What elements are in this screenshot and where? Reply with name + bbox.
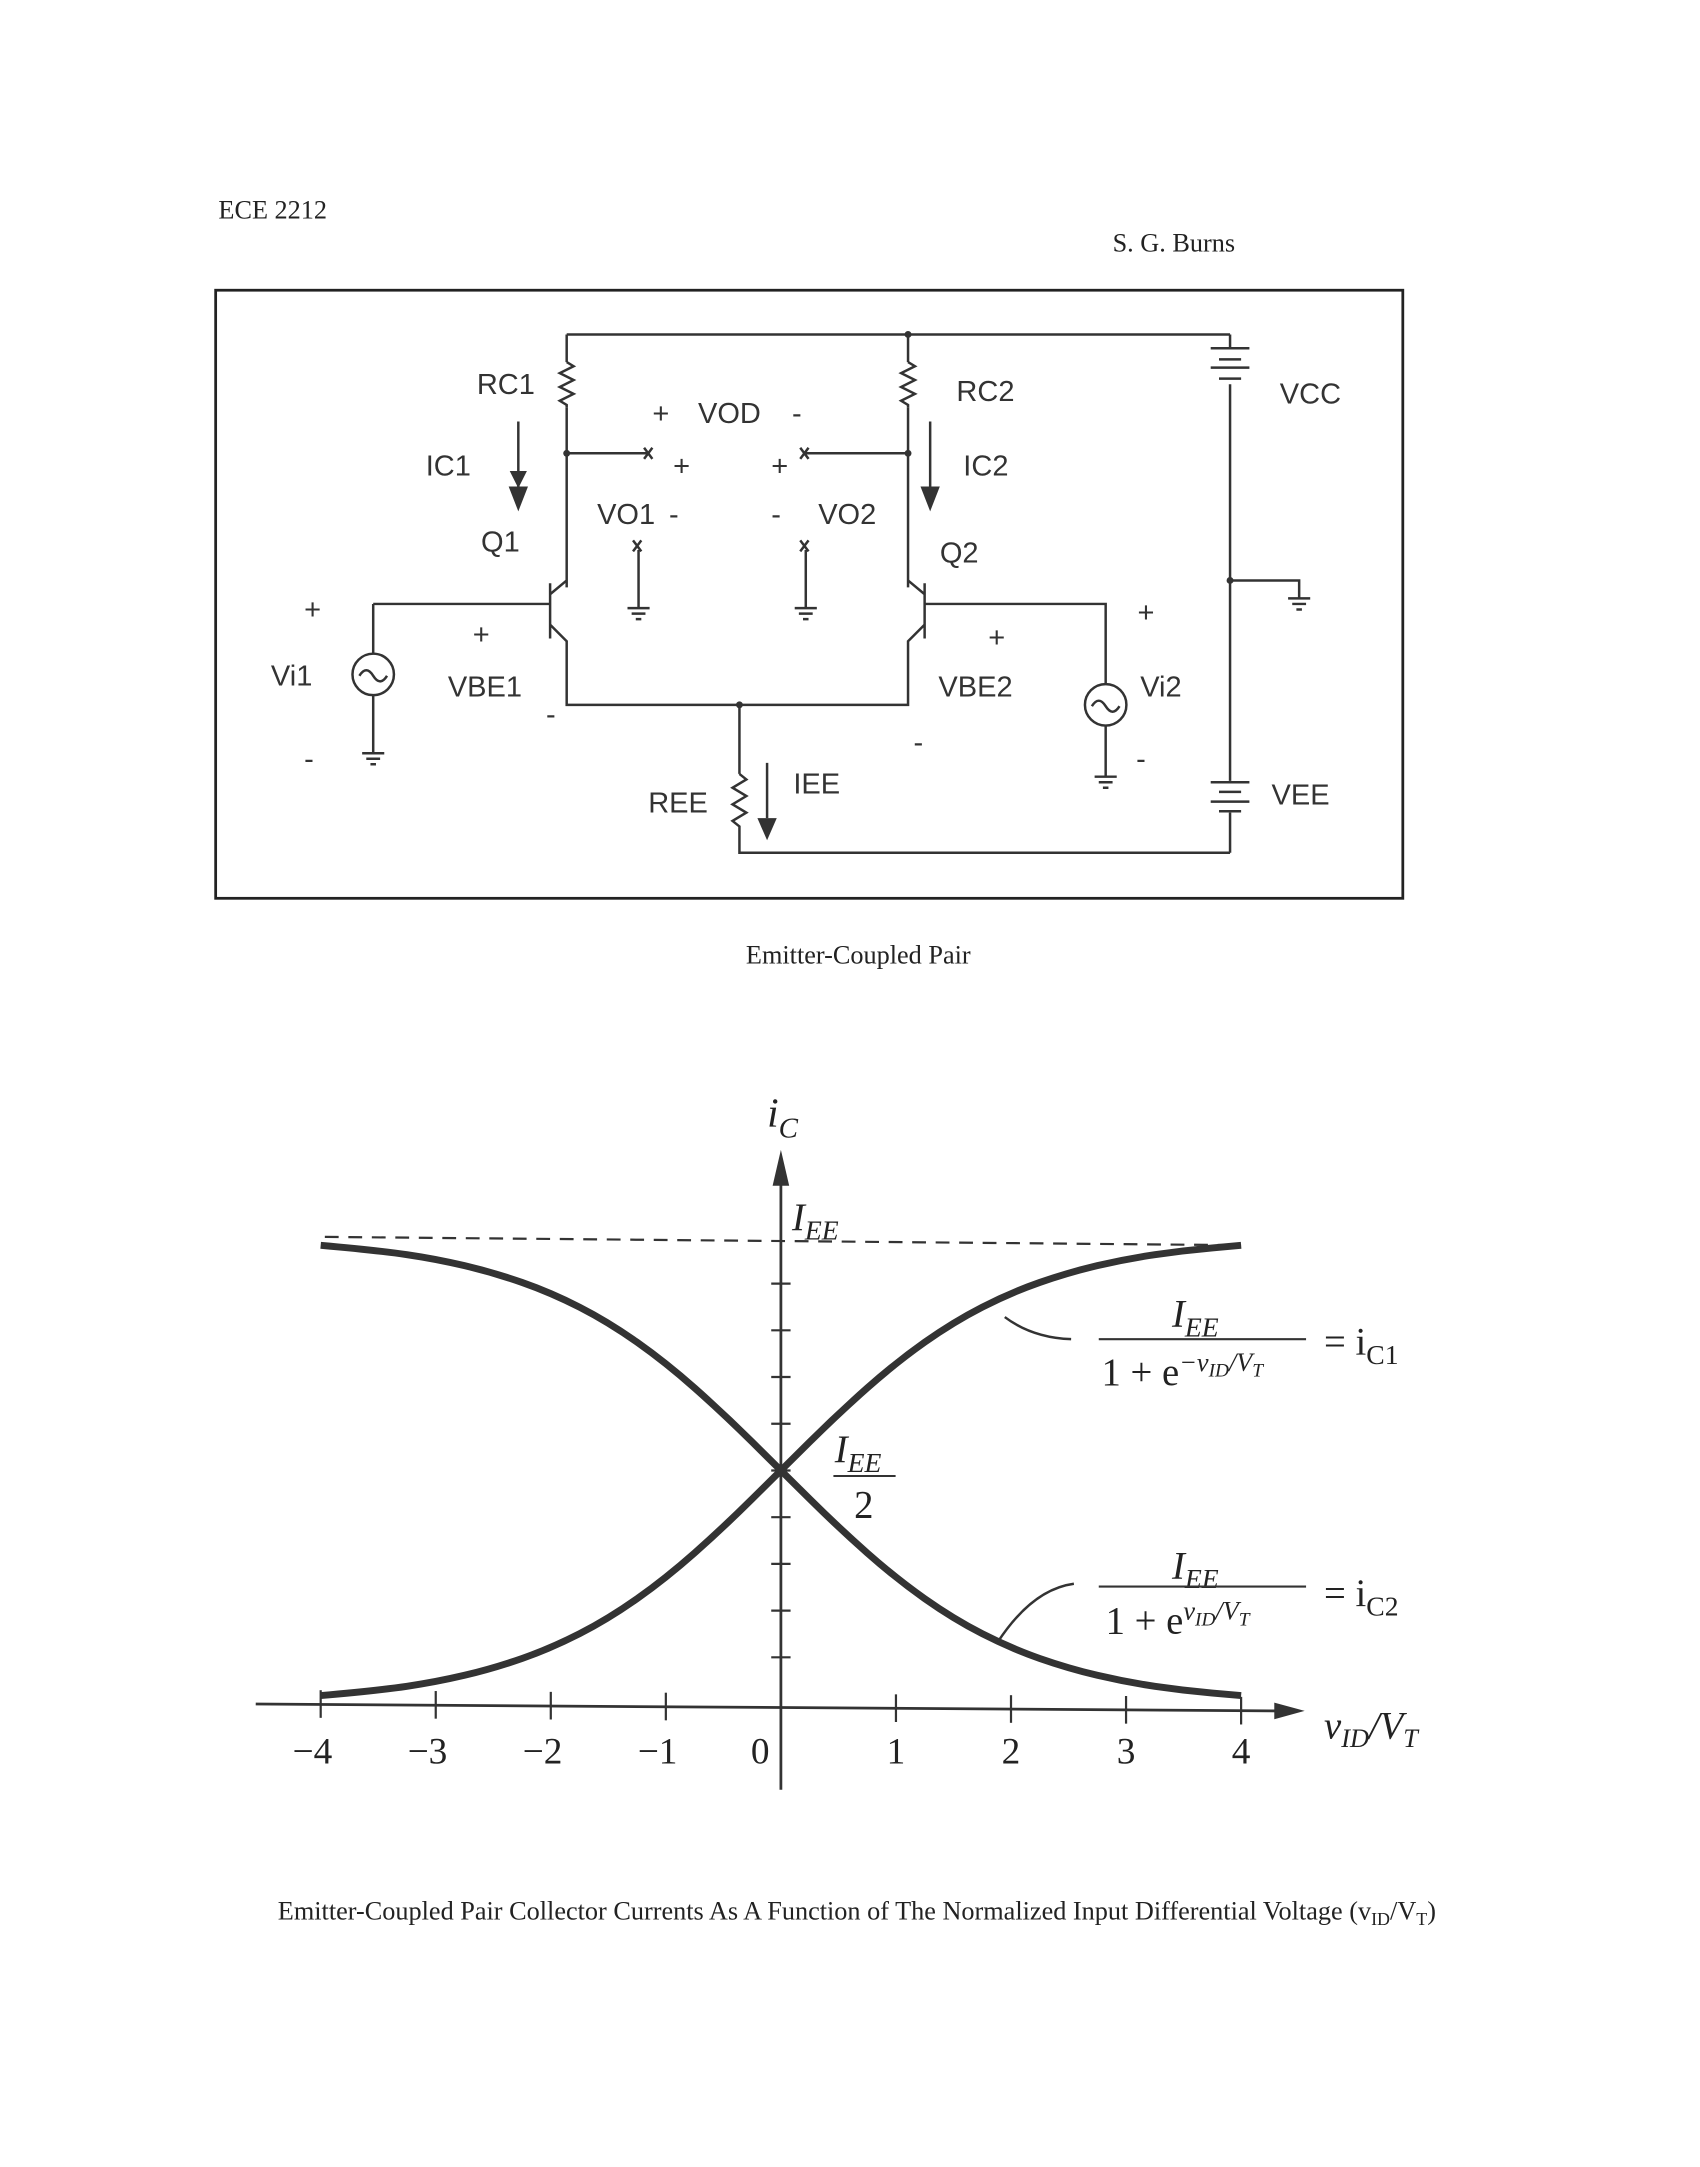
x-tick-label: 1 (887, 1731, 906, 1772)
svg-text:2: 2 (854, 1484, 873, 1526)
svg-text:1 + e−vID/VT: 1 + e−vID/VT (1102, 1348, 1265, 1394)
vo1-plus: + (673, 450, 690, 482)
label-ree: REE (648, 788, 708, 820)
half-level-label: IEE 2 (833, 1429, 896, 1526)
arrowhead-iee (757, 818, 777, 841)
ground-icons (362, 597, 1311, 789)
svg-text:IEE: IEE (1171, 1294, 1219, 1343)
x-axis-arrow-icon (1274, 1702, 1305, 1720)
resistor-rc2 (898, 361, 918, 408)
vi1-minus: - (304, 743, 314, 775)
battery-vcc-icon (1210, 347, 1250, 380)
arrowhead-ic1 (508, 486, 528, 512)
label-ic2: IC2 (963, 450, 1008, 482)
x-axis (255, 1702, 1286, 1713)
label-q1: Q1 (481, 526, 520, 558)
vi1-plus: + (304, 594, 321, 626)
output-probe-wires (637, 550, 808, 609)
label-vo1: VO1 (597, 499, 655, 531)
resistor-rc1 (556, 361, 577, 408)
curve-ic1 (320, 1241, 1242, 1700)
svg-text:IEE: IEE (834, 1429, 882, 1478)
vod-plus: + (652, 398, 669, 430)
terminal-icons (632, 447, 810, 553)
ic2-leader-line (996, 1582, 1075, 1643)
label-rc1: RC1 (477, 369, 535, 401)
circuit-caption: Emitter-Coupled Pair (746, 940, 971, 969)
curve-ic2 (320, 1241, 1242, 1700)
label-vi1: Vi1 (271, 660, 312, 692)
x-tick-label: 0 (751, 1731, 770, 1772)
collector-current-chart: −4 −3 −2 −1 0 1 2 3 4 iC vID/VT IEE IEE 2 IEE 1 … (255, 1089, 1420, 1790)
course-code: ECE 2212 (218, 195, 327, 224)
vbe2-plus: + (988, 622, 1005, 654)
x-tick-label: −4 (293, 1731, 333, 1772)
label-vi2: Vi2 (1140, 672, 1181, 704)
resistor-ree (730, 772, 749, 832)
vo1-minus: - (669, 499, 679, 531)
label-vod: VOD (698, 398, 761, 430)
vbe2-minus: - (914, 727, 924, 759)
circuit-frame (214, 288, 1405, 900)
x-axis-label: vID/VT (1324, 1706, 1420, 1753)
y-axis-label: iC (767, 1089, 799, 1144)
x-tick-label: 3 (1117, 1731, 1136, 1772)
svg-text:= iC1: = iC1 (1324, 1321, 1399, 1370)
ic2-formula: IEE 1 + evID/VT = iC2 (996, 1545, 1399, 1643)
label-q2: Q2 (940, 537, 979, 569)
svg-text:1 + evID/VT: 1 + evID/VT (1106, 1597, 1251, 1643)
vod-minus: - (792, 398, 802, 430)
label-iee: IEE (793, 768, 840, 800)
x-tick-label: −1 (638, 1731, 678, 1772)
label-ic1: IC1 (426, 450, 471, 482)
svg-text:IEE: IEE (1171, 1545, 1219, 1594)
ac-source-vi1-icon (351, 652, 396, 697)
vo2-minus: - (771, 499, 781, 531)
chart-caption: Emitter-Coupled Pair Collector Currents … (278, 1897, 1436, 1930)
label-vbe2: VBE2 (938, 672, 1012, 704)
x-tick-label: 4 (1232, 1731, 1251, 1772)
arrowhead-ic2 (920, 486, 940, 512)
vi2-plus: + (1137, 597, 1154, 629)
x-tick-label: 2 (1002, 1731, 1021, 1772)
ic1-formula: IEE 1 + e−vID/VT = iC1 (1004, 1294, 1399, 1394)
vi2-minus: - (1136, 743, 1146, 775)
svg-text:= iC2: = iC2 (1324, 1573, 1399, 1622)
iee-reference-line (324, 1235, 1242, 1247)
iee-level-label: IEE (791, 1197, 839, 1246)
label-vbe1: VBE1 (448, 672, 522, 704)
x-tick-label: −2 (523, 1731, 563, 1772)
x-tick-label: −3 (408, 1731, 448, 1772)
ac-source-vi2-icon (1083, 682, 1128, 727)
vbe1-plus: + (473, 619, 490, 651)
label-vee: VEE (1272, 779, 1330, 811)
y-axis-arrow-icon (772, 1149, 790, 1186)
vbe1-minus: - (546, 699, 556, 731)
battery-vee-icon (1210, 780, 1250, 813)
label-vo2: VO2 (818, 499, 876, 531)
collector-wires (565, 333, 1231, 588)
label-rc2: RC2 (956, 376, 1014, 408)
label-vcc: VCC (1280, 379, 1341, 411)
junction-dots (563, 330, 1234, 709)
vo2-plus: + (771, 450, 788, 482)
ic1-leader-line (1004, 1316, 1072, 1341)
circuit-diagram: RC1 RC2 VCC + VOD - IC1 IC2 + + VO1 - - … (214, 288, 1405, 900)
author: S. G. Burns (1113, 229, 1236, 258)
